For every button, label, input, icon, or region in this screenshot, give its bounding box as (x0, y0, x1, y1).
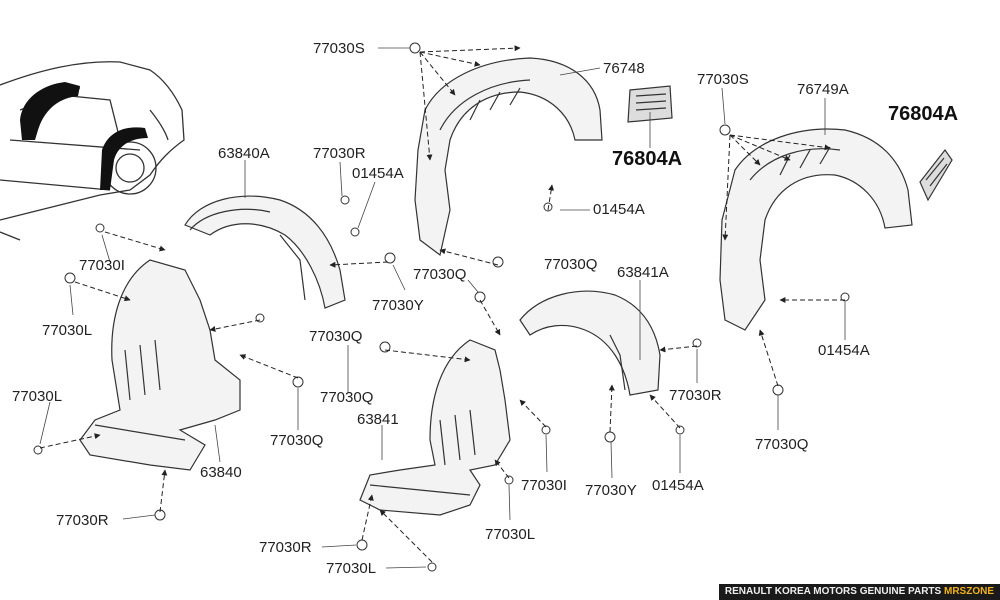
callout-77030R-right: 77030R (669, 387, 722, 404)
label-leaders (39, 47, 846, 569)
callout-77030R-top: 77030R (313, 145, 366, 162)
callout-77030L-left: 77030L (42, 322, 93, 339)
callout-01454A-bottom: 01454A (652, 477, 704, 494)
callout-01454A-top: 01454A (352, 165, 404, 182)
callout-77030Y-center: 77030Y (585, 482, 637, 499)
callout-76749A: 76749A (797, 81, 849, 98)
callout-77030L-bottom: 77030L (326, 560, 377, 577)
liner-76748 (414, 57, 603, 257)
vent-grille-center (627, 85, 673, 123)
footer-text: RENAULT KOREA MOTORS GENUINE PARTS (724, 586, 942, 597)
callout-77030Q-pin: 77030Q (544, 256, 598, 273)
callout-63841A: 63841A (617, 264, 669, 281)
footer-brand: MRSZONE (944, 586, 994, 597)
callout-77030Y-top: 77030Y (372, 297, 424, 314)
callout-77030I-center: 77030I (521, 477, 567, 494)
leader-lines (39, 45, 845, 563)
callout-77030L-far: 77030L (12, 388, 63, 405)
callout-77030Q-leftmid: 77030Q (309, 328, 363, 345)
callout-77030R-left: 77030R (56, 512, 109, 529)
callout-77030Q-right: 77030Q (755, 436, 809, 453)
callout-77030Q-low: 77030Q (270, 432, 324, 449)
liner-63840A (184, 195, 346, 309)
vent-grille-right (919, 148, 953, 202)
callout-77030L-center: 77030L (485, 526, 536, 543)
liner-63841A (519, 290, 661, 396)
callout-01454A-right: 01454A (818, 342, 870, 359)
car-illustration (0, 61, 185, 241)
callout-77030S-top: 77030S (313, 40, 365, 57)
callout-77030Q-bl: 77030Q (320, 389, 374, 406)
callout-63840: 63840 (200, 464, 242, 481)
callout-63841: 63841 (357, 411, 399, 428)
footer-banner: RENAULT KOREA MOTORS GENUINE PARTS MRSZO… (718, 584, 1000, 600)
callout-63840A: 63840A (218, 145, 270, 162)
callout-76804A-right: 76804A (888, 103, 959, 125)
callout-76804A-center: 76804A (612, 148, 683, 170)
liner-63840 (79, 259, 241, 471)
callout-01454A-mid: 01454A (593, 201, 645, 218)
callout-77030I-left: 77030I (79, 257, 125, 274)
callout-77030Q-mid: 77030Q (413, 266, 467, 283)
callout-77030R-bottom: 77030R (259, 539, 312, 556)
callout-77030S-right: 77030S (697, 71, 749, 88)
liner-63841 (359, 339, 511, 516)
car-wheel-liner-highlight (20, 82, 148, 190)
callout-76748: 76748 (603, 60, 645, 77)
